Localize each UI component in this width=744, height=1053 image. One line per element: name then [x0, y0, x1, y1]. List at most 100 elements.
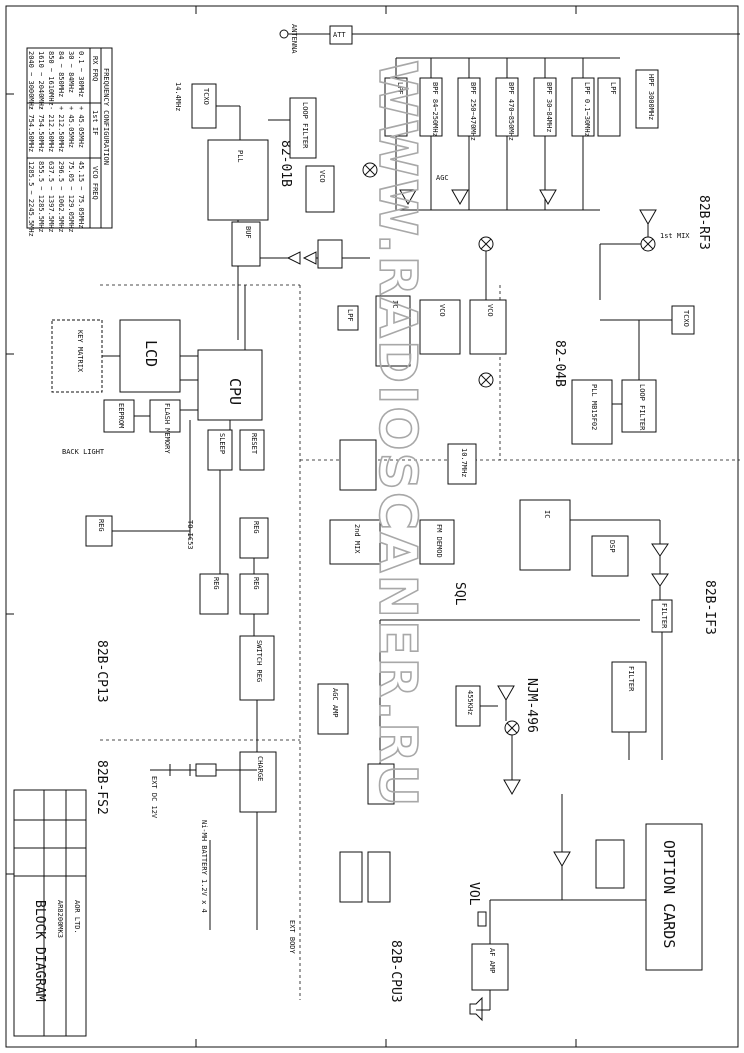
freq-table-cell: + 45.05MHz: [77, 106, 85, 148]
freq-table-cell: 296.5 ~ 1062.5MHz: [57, 161, 65, 233]
switch-reg-block: [239, 635, 275, 701]
freq-table-cell: + 45.05MHz: [67, 106, 75, 148]
svg-text:PLL: PLL: [236, 150, 244, 163]
regulator-block: [199, 573, 229, 615]
amp-icon: [553, 851, 571, 868]
svg-text:RESET: RESET: [250, 433, 258, 455]
section-label-cp: 82B-CP13: [94, 640, 109, 703]
svg-text:LPF 0.1~30MHz: LPF 0.1~30MHz: [583, 82, 591, 137]
transfer-gate-block: [339, 851, 363, 903]
buffer-amp-icon: [286, 251, 301, 265]
if-ic-block: [519, 499, 571, 571]
vol-label: VOL: [466, 882, 481, 906]
freq-table-cell: 1610 ~ 2040MHz: [37, 51, 45, 110]
flash-memory-block: [149, 399, 181, 433]
svg-text:BUF: BUF: [244, 226, 252, 239]
af-amp-icon: [503, 779, 521, 796]
svg-text:EEPROM: EEPROM: [117, 403, 125, 428]
osc-label: 14.4MHz: [174, 82, 182, 112]
freq-table-header: VCO FREQ: [91, 166, 99, 200]
reg-block: [85, 515, 113, 547]
if-amp-icon: [651, 543, 669, 557]
svg-text:IC: IC: [391, 300, 399, 308]
if-amp-icon: [651, 573, 669, 587]
svg-text:REG: REG: [252, 577, 260, 590]
buffer-amp-icon: [302, 251, 317, 265]
freq-table-cell: - 212.50MHz: [47, 106, 55, 152]
svg-text:LOOP FILTER: LOOP FILTER: [638, 384, 646, 431]
lcd-label: LCD: [142, 340, 160, 367]
freq-table-cell: 637.5 ~ 1397.5MHz: [47, 161, 55, 233]
svg-text:REG: REG: [252, 521, 260, 534]
title-block: AOR LTD. AR8200MK3 BLOCK DIAGRAM: [13, 789, 87, 1037]
freq-table-cell: 75.05 ~ 129.05MHz: [67, 161, 75, 233]
svg-text:TCXO: TCXO: [202, 88, 210, 105]
freq-table-cell: 0.1 ~ 30MHz: [77, 51, 85, 97]
charge-block: [239, 751, 277, 813]
freq-table-cell: 1285.5 ~ 2245.5MHz: [27, 161, 35, 237]
freq-table-header: RX FRQ: [91, 56, 99, 81]
vco-block: [419, 299, 461, 355]
option-cards-label: OPTION CARDS: [660, 840, 678, 948]
freq-table-cell: - 754.50MHz: [37, 106, 45, 152]
watermark-text: WWW.RADIOSCANER.RU: [367, 60, 427, 809]
section-label-pll: 82-01B: [278, 140, 293, 187]
rf-amp-icon: [451, 189, 469, 206]
filter-block: [447, 443, 477, 485]
vco-block: [305, 165, 335, 213]
svg-text:CHARGE: CHARGE: [256, 756, 264, 781]
reset-block: [239, 429, 265, 471]
freq-table-cell: + 212.50MHz: [57, 106, 65, 152]
svg-text:REG: REG: [212, 577, 220, 590]
svg-text:LPF: LPF: [396, 82, 404, 95]
svg-text:VCO: VCO: [438, 304, 446, 317]
svg-text:HPF 3000MHz: HPF 3000MHz: [647, 74, 655, 120]
svg-text:FILTER: FILTER: [660, 603, 668, 629]
section-label-if: 82B-IF3: [702, 580, 717, 635]
sleep-block: [207, 429, 233, 471]
pll-block: [207, 139, 269, 221]
ic-block: [375, 295, 411, 367]
freq-table-cell: 850 ~ 1610MHz: [47, 51, 55, 106]
fm-demod-block: [419, 519, 455, 565]
freq-table-header: 1st IF: [91, 110, 99, 135]
svg-text:REG: REG: [97, 519, 105, 532]
section-label-fs: 82B-FS2: [94, 760, 109, 815]
svg-text:AGC AMP: AGC AMP: [331, 688, 339, 718]
ext-body-label: EXT BODY: [288, 920, 296, 955]
freq-table-title: FREQUENCY CONFIGURATION: [102, 68, 110, 165]
battery-label: Ni-MH BATTERY 1.2V x 4: [200, 820, 208, 913]
rf-amp-icon: [639, 209, 657, 226]
svg-text:BPF 470~850MHz: BPF 470~850MHz: [507, 82, 515, 141]
cpu-label: CPU: [226, 378, 244, 405]
section-label-vco: 82-04B: [552, 340, 567, 387]
svg-text:455KHz: 455KHz: [466, 690, 474, 715]
nb-filter-block: [611, 661, 647, 733]
speaker-icon: [469, 996, 483, 1022]
att-block: [329, 25, 353, 45]
freq-table-cell: 30 ~ 84MHz: [67, 51, 75, 93]
divider-block: [231, 221, 261, 267]
ic-block: [595, 839, 625, 889]
battery-cell-icon: [195, 763, 217, 777]
frequency-table: FREQUENCY CONFIGURATION RX FRQ 1st IF VC…: [26, 47, 113, 237]
svg-text:LPF: LPF: [346, 309, 354, 322]
cpu-block: [197, 349, 263, 421]
dsp-block: [591, 535, 629, 577]
freq-table-cell: 2040 ~ 3000MHz: [27, 51, 35, 110]
company-name: AOR LTD.: [73, 900, 81, 934]
back-light-label: BACK LIGHT: [62, 448, 105, 456]
svg-text:AF AMP: AF AMP: [488, 948, 496, 973]
svg-text:PLL MB15F02: PLL MB15F02: [590, 384, 598, 430]
svg-text:SWITCH REG: SWITCH REG: [255, 640, 263, 682]
svg-text:FLASH MEMORY: FLASH MEMORY: [163, 403, 171, 454]
af-amp-icon: [497, 685, 515, 702]
transfer-gate-block: [367, 851, 391, 903]
agc-amp-block: [317, 683, 349, 735]
antenna-label: ANTENNA: [290, 24, 298, 54]
rf-amp-icon: [539, 189, 557, 206]
freq-table-cell: - 754.50MHz: [27, 106, 35, 152]
antenna-jack-icon: [279, 29, 289, 39]
mixer1-label: 1st MIX: [660, 232, 690, 240]
